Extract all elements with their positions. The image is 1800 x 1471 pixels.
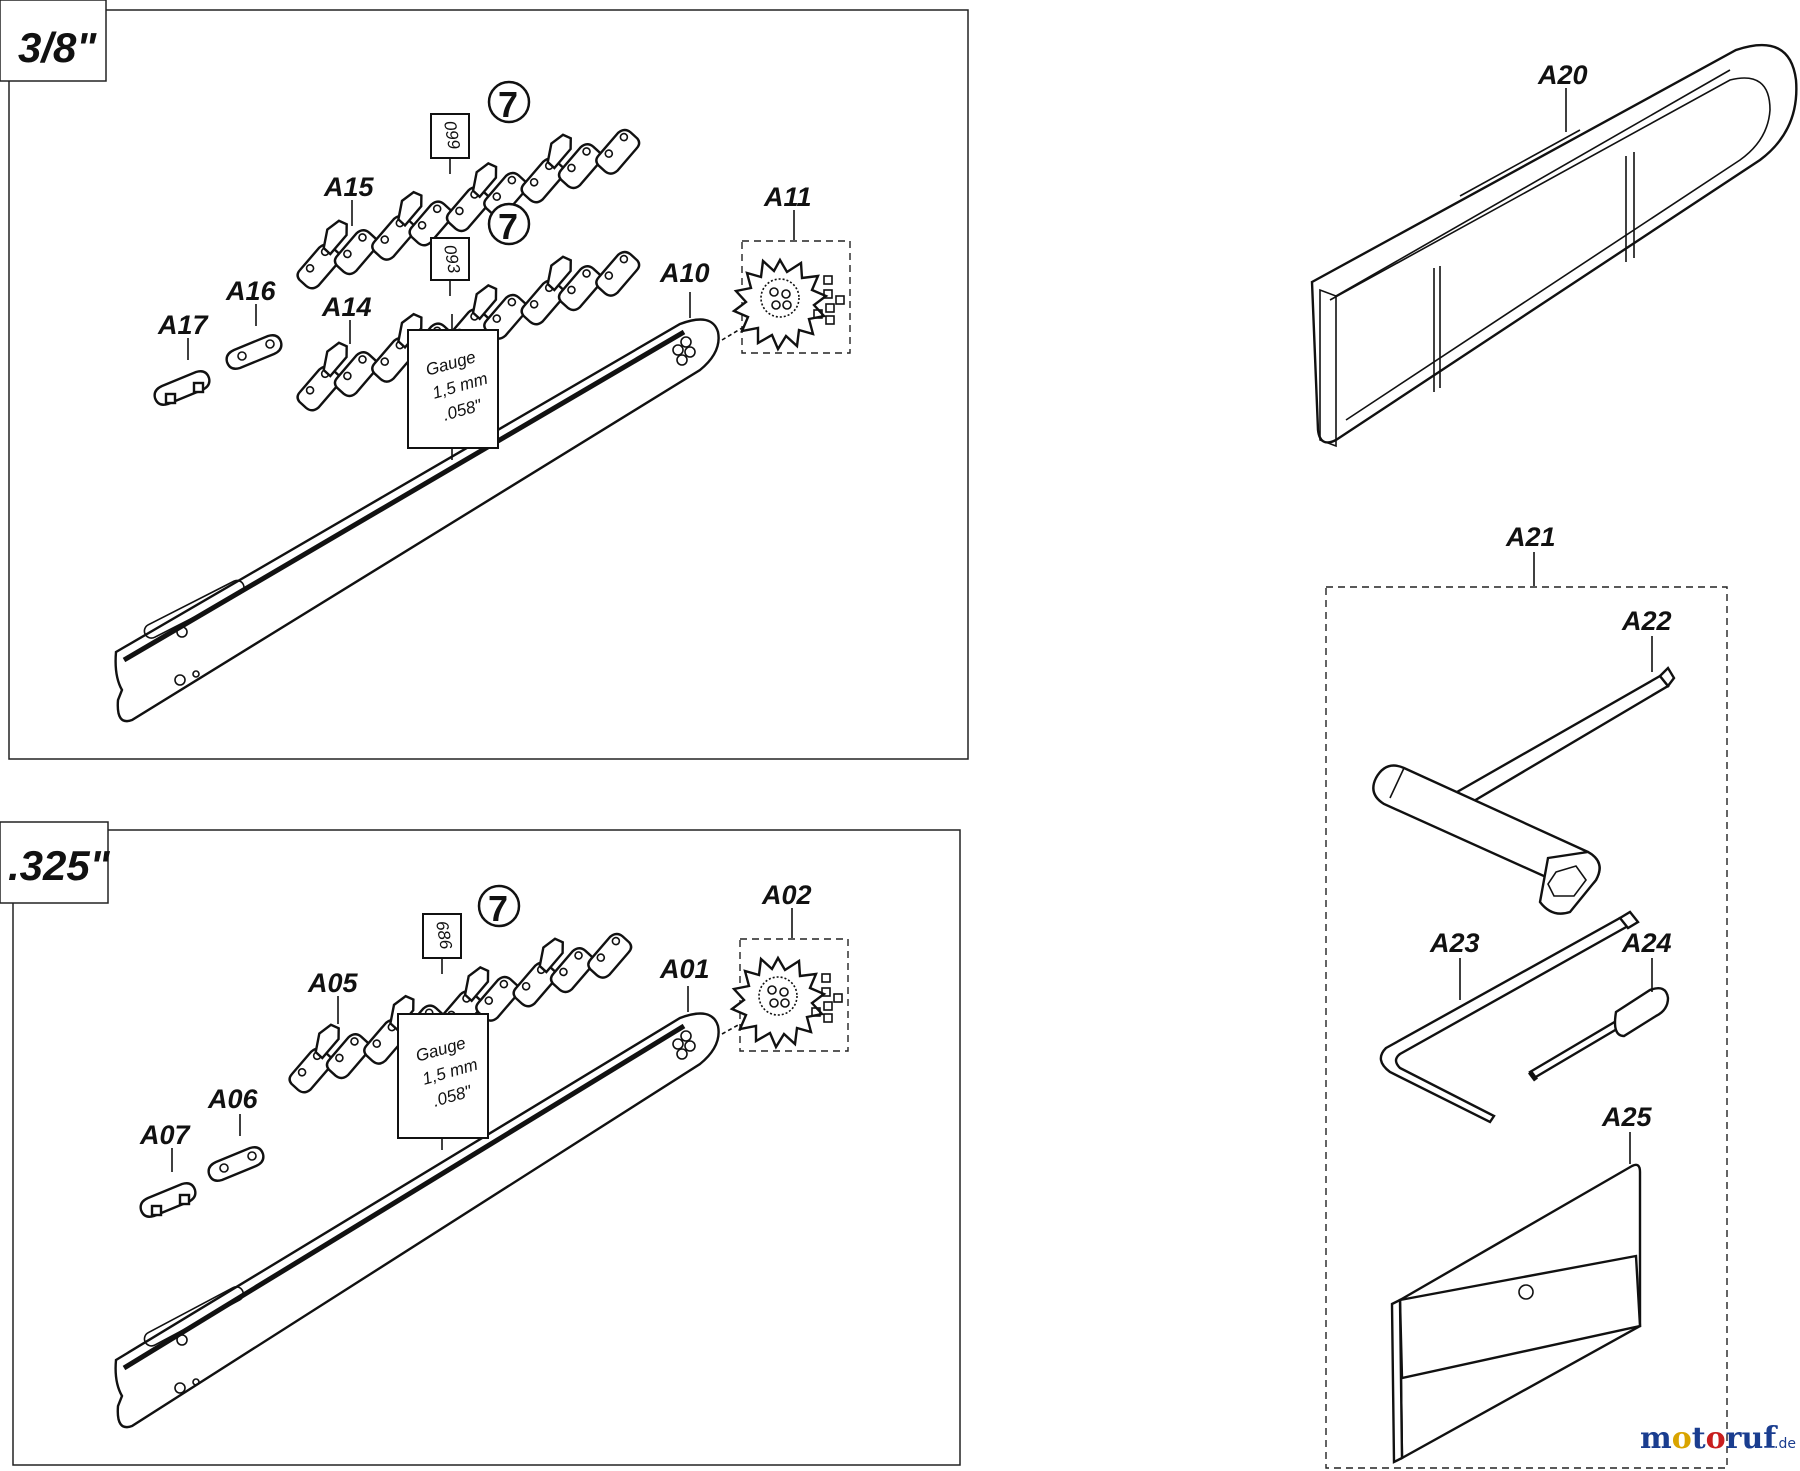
guide-bar-a01[interactable]: [114, 1012, 720, 1429]
part-label-a11[interactable]: A11: [763, 182, 812, 212]
badge-label-bottom: 7: [488, 888, 508, 929]
part-label-a05[interactable]: A05: [307, 968, 359, 998]
part-label-a23[interactable]: A23: [1429, 928, 1480, 958]
bar-cover-a20[interactable]: [1310, 43, 1798, 448]
part-label-a25[interactable]: A25: [1601, 1102, 1653, 1132]
code-box-686: [422, 913, 462, 959]
tie-strap-a06[interactable]: [207, 1146, 265, 1182]
part-label-a10[interactable]: A10: [659, 258, 710, 288]
section-38: 3/8" A10 A11 A15 099 7 A14 093: [0, 0, 969, 760]
chain-code-686: 686: [432, 919, 456, 951]
part-label-a01[interactable]: A01: [659, 954, 710, 984]
sprocket-a02[interactable]: [730, 956, 844, 1049]
part-label-a24[interactable]: A24: [1621, 928, 1672, 958]
pitch-tag-325: .325": [8, 842, 111, 889]
chain-code-093: 093: [440, 243, 464, 275]
rivet-strap-a17[interactable]: [153, 370, 211, 406]
pitch-tag-38: 3/8": [18, 24, 97, 71]
gauge-note-bottom: Gauge 1,5 mm .058": [397, 1013, 489, 1150]
part-label-a22[interactable]: A22: [1621, 606, 1672, 636]
pitch-tag-box-325: [0, 821, 109, 904]
section-frame-325: [12, 829, 961, 1466]
guide-bar-a10[interactable]: [114, 318, 720, 723]
part-label-a06[interactable]: A06: [207, 1084, 259, 1114]
combination-wrench-a22[interactable]: [1372, 666, 1676, 915]
part-label-a15[interactable]: A15: [323, 172, 375, 202]
watermark: motoruf .de: [1640, 1421, 1796, 1456]
section-frame: [8, 9, 969, 760]
tie-strap-a16[interactable]: [225, 334, 283, 370]
part-label-a16[interactable]: A16: [225, 276, 277, 306]
part-label-a17[interactable]: A17: [157, 310, 210, 340]
badge-label-top: 7: [498, 84, 518, 125]
part-label-a07[interactable]: A07: [139, 1120, 192, 1150]
part-label-a21[interactable]: A21: [1505, 522, 1556, 552]
rivet-strap-a07[interactable]: [139, 1182, 197, 1218]
watermark-tld: .de: [1774, 1436, 1796, 1452]
section-325: .325" A01 A02 A05 686 7 Gau: [0, 821, 961, 1466]
part-label-a20[interactable]: A20: [1537, 60, 1588, 90]
file-pouch-a25[interactable]: [1390, 1163, 1642, 1464]
watermark-logo: motoruf: [1640, 1421, 1778, 1456]
code-box-099: [430, 113, 470, 159]
toolkit-box-a21: [1325, 586, 1728, 1469]
part-label-a02[interactable]: A02: [761, 880, 812, 910]
sprocket-a11[interactable]: [732, 258, 846, 351]
screwdriver-a24[interactable]: [1528, 987, 1670, 1082]
code-box-093: [430, 237, 470, 281]
badge-label-mid: 7: [498, 206, 518, 247]
part-label-a14[interactable]: A14: [321, 292, 372, 322]
gauge-note-top: Gauge 1,5 mm .058": [407, 314, 499, 460]
hex-key-a23[interactable]: [1379, 910, 1640, 1124]
chain-code-099: 099: [440, 119, 464, 151]
pitch-tag-box: [0, 0, 107, 82]
